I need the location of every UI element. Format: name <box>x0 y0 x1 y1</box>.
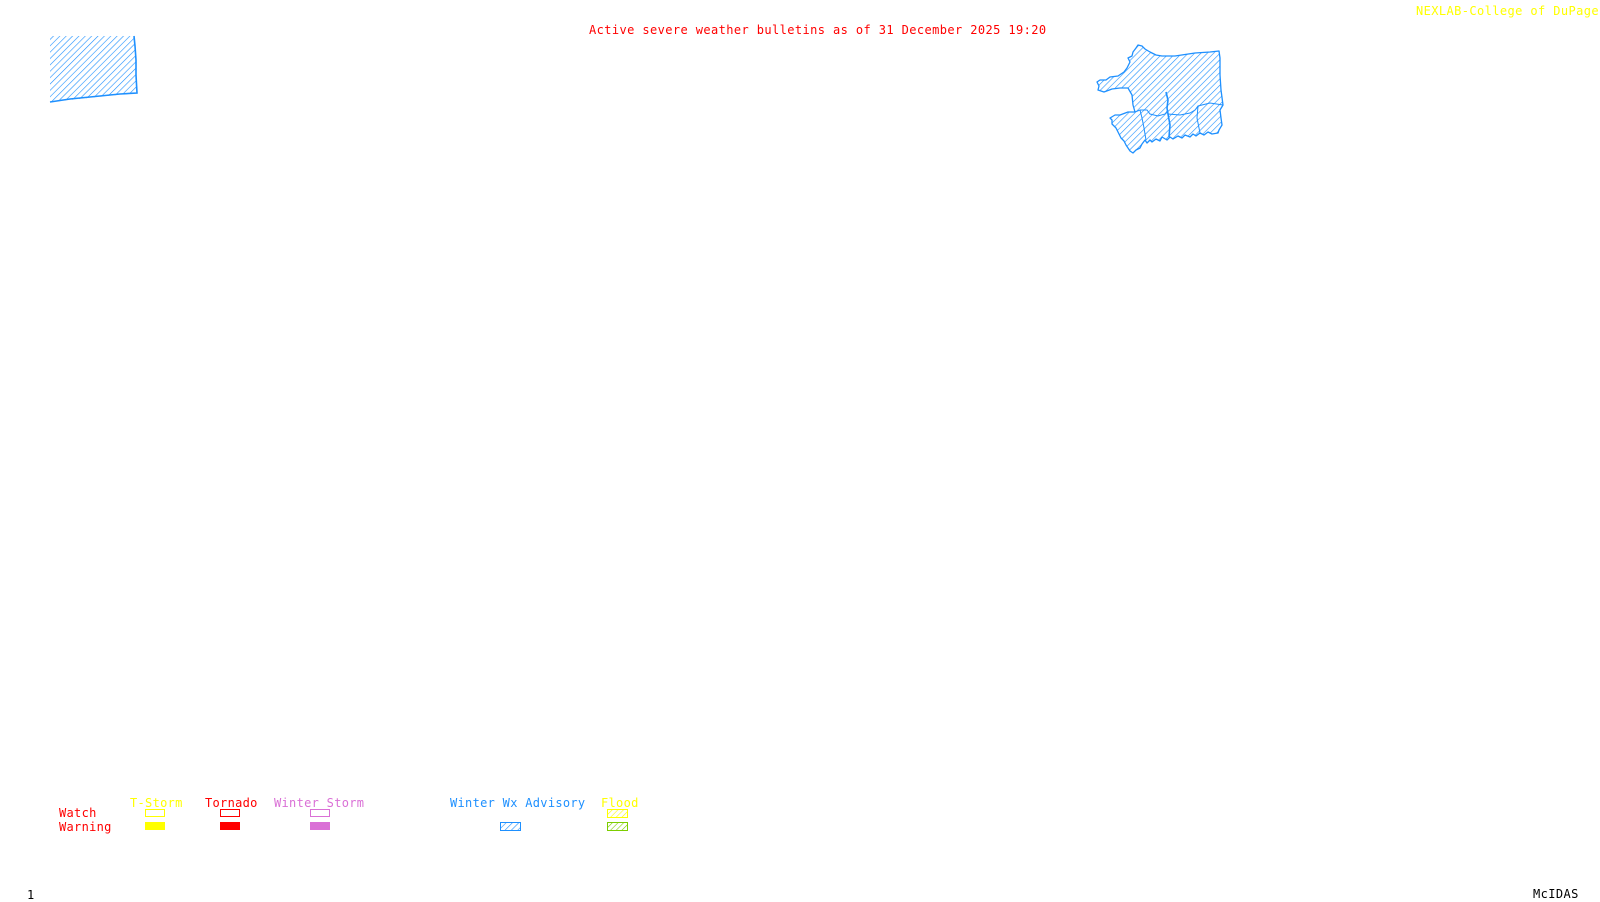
legend-winter-advisory-swatch <box>500 822 521 831</box>
legend-tornado-label: Tornado <box>205 796 258 810</box>
legend-winter-advisory-label: Winter Wx Advisory <box>450 796 586 810</box>
legend-flood-label: Flood <box>601 796 639 810</box>
legend-flood-warning-swatch <box>607 822 628 831</box>
right-advisory-area[interactable] <box>1096 44 1224 154</box>
frame-number: 1 <box>27 888 35 902</box>
legend-winter-storm-warning-swatch <box>310 822 330 830</box>
map-title: Active severe weather bulletins as of 31… <box>589 23 1047 37</box>
legend-tstorm-warning-swatch <box>145 822 165 830</box>
left-advisory-area[interactable] <box>49 35 138 103</box>
credit-label: NEXLAB-College of DuPage ◹ <box>1416 4 1600 18</box>
legend-tstorm-label: T-Storm <box>130 796 183 810</box>
legend-tornado-warning-swatch <box>220 822 240 830</box>
legend-warning-label: Warning <box>59 820 112 834</box>
legend-flood-watch-swatch <box>607 809 628 818</box>
software-label: McIDAS <box>1533 887 1579 901</box>
legend-tornado-watch-swatch <box>220 809 240 817</box>
legend-winter-storm-watch-swatch <box>310 809 330 817</box>
legend-tstorm-watch-swatch <box>145 809 165 817</box>
legend-winter-storm-label: Winter Storm <box>274 796 365 810</box>
legend-watch-label: Watch <box>59 806 97 820</box>
